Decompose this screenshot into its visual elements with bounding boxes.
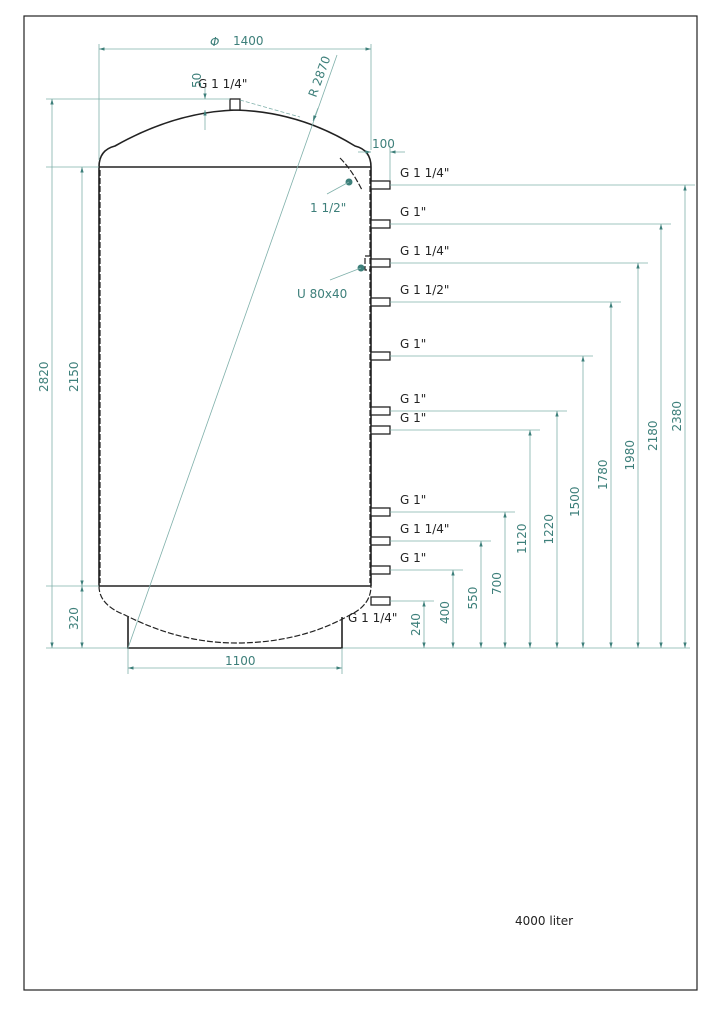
total-height-label: 2820 [37,361,51,392]
sensor-leader [326,181,350,195]
top-nozzle-leader [239,99,301,118]
connection-nozzle [370,406,391,416]
connection-height-label: 400 [438,601,452,624]
connection-nozzle [370,180,391,190]
connection-label: G 1" [400,551,426,565]
projection-label: 100 [372,137,395,151]
connection-label: G 1 1/4" [400,522,449,536]
drawing-frame [23,15,698,991]
bottom-height-label: 320 [67,607,81,630]
diameter-symbol: Φ [210,35,219,49]
radius-line [127,54,338,649]
connection-label: G 1 1/4" [400,244,449,258]
connection-height-label: 2180 [646,420,660,451]
connection-label: G 1" [400,337,426,351]
diameter-label: 1400 [233,34,264,48]
connection-height-label: 1500 [568,486,582,517]
connection-height-label: 550 [466,587,480,610]
connection-height-label: 240 [409,613,423,636]
sensor-sleeve [339,157,363,191]
skirt-width-label: 1100 [225,654,256,668]
bottom-head [98,585,372,644]
shell-height-label: 2150 [67,361,81,392]
connection-height-label: 1220 [542,514,556,545]
connection-nozzle [370,219,391,229]
connection-label: G 1" [400,493,426,507]
connection-height-label: 1120 [515,523,529,554]
connection-nozzle [370,565,391,575]
capacity-label: 4000 liter [515,914,573,928]
connection-height-label: 2380 [670,401,684,432]
connection-label: G 1 1/2" [400,283,449,297]
connections: 2380 G 1 1/4" 2180 G 1" 1980 G 1 1/4" 1780 G 1 … [348,166,695,648]
top-nozzle [229,98,241,111]
connection-label: G 1" [400,392,426,406]
anode-label: U 80x40 [297,287,347,301]
tank-outline [98,109,372,586]
radius-arrow [312,107,319,122]
connection-height-label: 1780 [596,459,610,490]
skirt [127,617,343,649]
connection-nozzle [370,258,391,268]
connection-nozzle [370,297,391,307]
top-offset-label: 50 [190,73,204,88]
connection-label: G 1 1/4" [348,611,397,625]
connection-nozzle [370,596,391,606]
top-connection-label: G 1 1/4" [198,77,247,91]
connection-label: G 1" [400,411,426,425]
connection-nozzle [370,507,391,517]
connection-nozzle [370,425,391,435]
anode-leader [329,267,362,281]
connection-label: G 1 1/4" [400,166,449,180]
connection-height-label: 1980 [623,440,637,471]
connection-nozzle [370,351,391,361]
sensor-sleeve-label: 1 1/2" [310,201,346,215]
connection-label: G 1" [400,205,426,219]
connection-height-label: 700 [490,572,504,595]
connection-nozzle [370,536,391,546]
